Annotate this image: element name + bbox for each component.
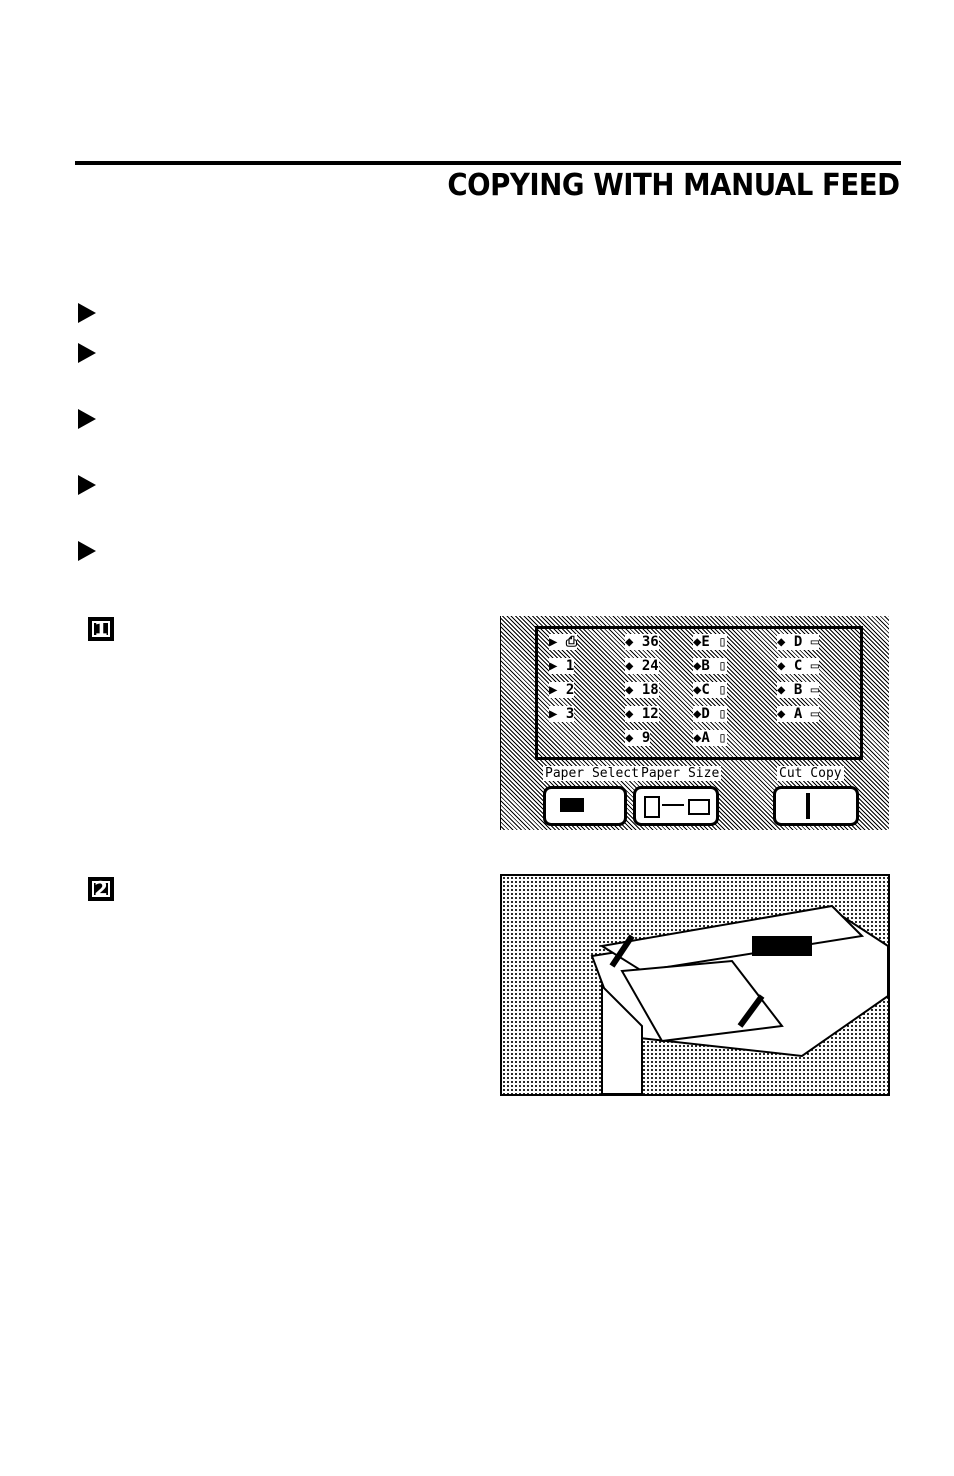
fig1-col3-row1: ◆E ▯ <box>693 634 727 650</box>
figure-manual-feed-illustration <box>500 874 890 1096</box>
fig1-label-paper-select: Paper Select <box>543 766 641 781</box>
bullet-4-triangle-right-icon <box>78 475 96 495</box>
fig1-label-paper-size: Paper Size <box>639 766 722 781</box>
cut-icon <box>806 793 810 819</box>
arrow-icon <box>662 804 684 806</box>
fig1-col4-row4: ◆ A ▭ <box>777 706 820 722</box>
fig1-col1-row4: ▶ 3 <box>549 706 575 722</box>
fig1-col4-row2: ◆ C ▭ <box>777 658 820 674</box>
fig1-col3-row2: ◆B ▯ <box>693 658 727 674</box>
fig1-col2-row2: ◆ 24 <box>625 658 659 674</box>
step-number-1: 1 <box>88 617 114 641</box>
paper-landscape-icon <box>688 799 710 815</box>
panel-frame <box>535 626 863 760</box>
cut-copy-key <box>773 786 859 826</box>
fig1-col2-row3: ◆ 18 <box>625 682 659 698</box>
step-number-2: 2 <box>88 877 114 901</box>
fig1-col1-row1: ▶ ⎙ <box>549 634 578 650</box>
fig1-col3-row5: ◆A ▯ <box>693 730 727 746</box>
fig1-col2-row4: ◆ 12 <box>625 706 659 722</box>
tray-icon <box>560 798 584 812</box>
paper-size-key <box>633 786 719 826</box>
page-title: COPYING WITH MANUAL FEED <box>447 168 901 203</box>
fig1-col4-row3: ◆ B ▭ <box>777 682 820 698</box>
bullet-5-triangle-right-icon <box>78 541 96 561</box>
bullet-3-triangle-right-icon <box>78 409 96 429</box>
paper-portrait-icon <box>644 796 660 818</box>
fig1-col1-row2: ▶ 1 <box>549 658 575 674</box>
title-rule <box>75 161 901 165</box>
fig1-label-cut-copy: Cut Copy <box>777 766 844 781</box>
figure-operation-panel: ▶ ⎙ ▶ 1 ▶ 2 ▶ 3 ◆ 36 ◆ 24 ◆ 18 ◆ 12 ◆ 9 … <box>500 616 889 830</box>
fig1-col3-row4: ◆D ▯ <box>693 706 727 722</box>
fig1-col2-row1: ◆ 36 <box>625 634 659 650</box>
fig1-col4-row1: ◆ D ▭ <box>777 634 820 650</box>
fig1-col2-row5: ◆ 9 <box>625 730 651 746</box>
fig1-col3-row3: ◆C ▯ <box>693 682 727 698</box>
copier-illustration <box>590 904 888 1094</box>
bullet-1-triangle-right-icon <box>78 303 96 323</box>
paper-select-key <box>543 786 627 826</box>
bullet-2-triangle-right-icon <box>78 343 96 363</box>
fig1-col1-row3: ▶ 2 <box>549 682 575 698</box>
